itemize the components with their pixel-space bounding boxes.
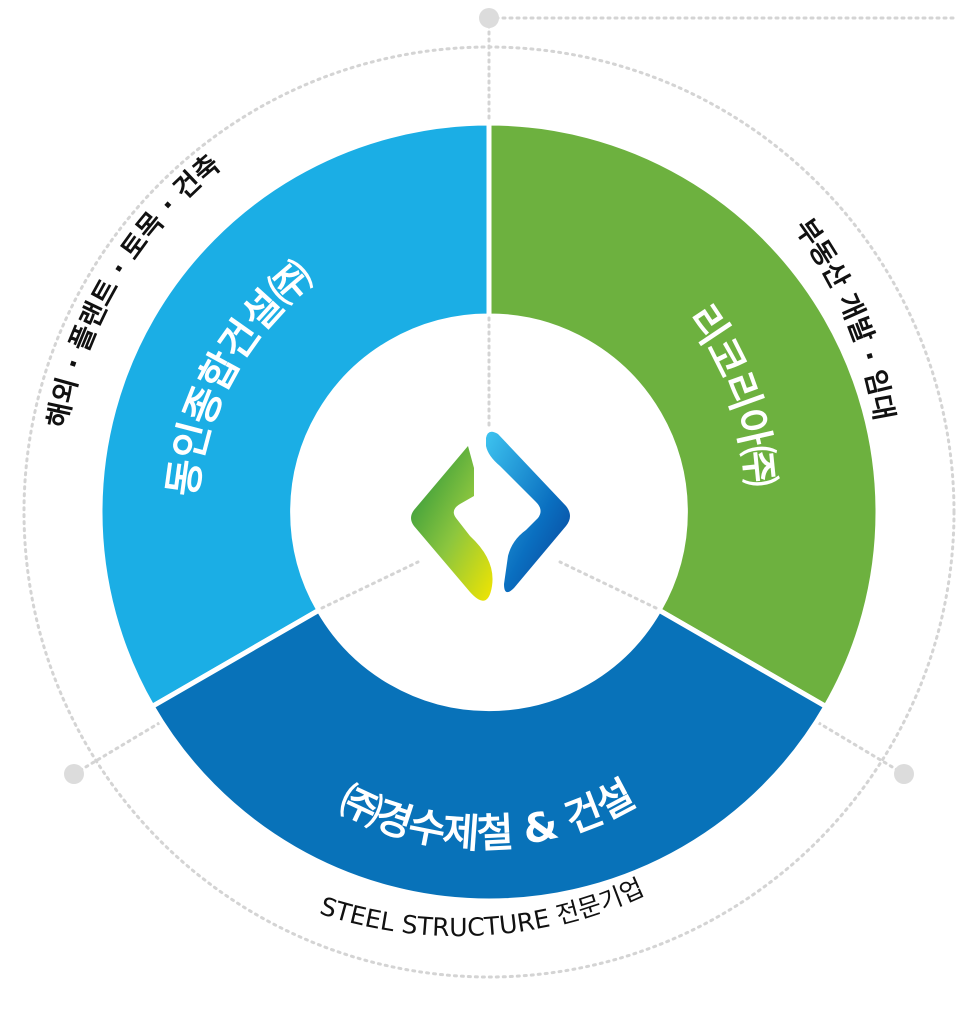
segment-right <box>486 120 881 709</box>
center-circle <box>295 318 683 706</box>
node-dot-top <box>479 8 499 28</box>
node-dot-left <box>64 764 84 784</box>
segment-left <box>97 120 492 709</box>
logo-right-leaf <box>486 431 570 593</box>
ring-segments <box>97 120 881 904</box>
node-dot-right <box>894 764 914 784</box>
company-logo-icon <box>411 431 570 601</box>
node-dots <box>64 8 914 784</box>
logo-left-leaf <box>411 446 493 601</box>
segment-bottom <box>149 607 829 904</box>
